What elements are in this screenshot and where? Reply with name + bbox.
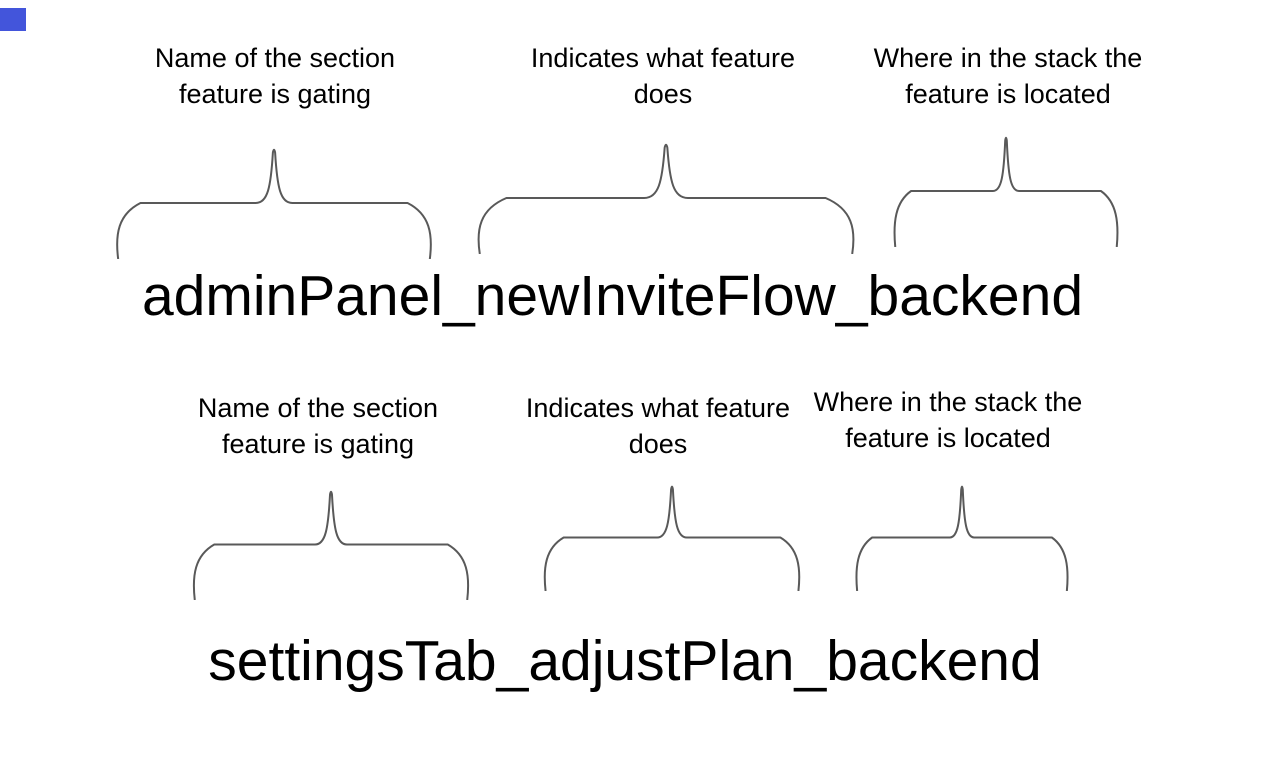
caption-line: does	[633, 79, 693, 109]
caption-line: feature is gating	[221, 429, 415, 459]
caption-feature-action: Indicates what feature does	[483, 40, 843, 112]
caption-line: Where in the stack the	[813, 387, 1083, 417]
caption-line: feature is gating	[178, 79, 372, 109]
caption-line: Name of the section	[154, 43, 396, 73]
brace-feature-icon	[543, 484, 801, 591]
flag-name-example-1: adminPanel_newInviteFlow_backend	[141, 264, 1084, 328]
caption-line: Name of the section	[197, 393, 439, 423]
caption-line: feature is located	[905, 79, 1111, 109]
caption-stack-location: Where in the stack the feature is locate…	[828, 40, 1188, 112]
brace-stack-icon	[893, 135, 1119, 247]
brace-section-icon	[192, 489, 470, 600]
caption-line: Where in the stack the	[873, 43, 1143, 73]
brace-stack-icon	[855, 484, 1069, 591]
caption-section-name: Name of the section feature is gating	[95, 40, 455, 112]
caption-stack-location: Where in the stack the feature is locate…	[768, 384, 1128, 456]
brace-section-icon	[115, 147, 433, 259]
caption-feature-action: Indicates what feature does	[478, 390, 838, 462]
caption-section-name: Name of the section feature is gating	[138, 390, 498, 462]
brace-feature-icon	[476, 142, 856, 254]
caption-line: Indicates what feature	[530, 43, 796, 73]
caption-line: Indicates what feature	[525, 393, 791, 423]
caption-line: feature is located	[845, 423, 1051, 453]
blue-square-marker	[0, 8, 26, 31]
flag-name-example-2: settingsTab_adjustPlan_backend	[208, 629, 1042, 693]
caption-line: does	[628, 429, 688, 459]
